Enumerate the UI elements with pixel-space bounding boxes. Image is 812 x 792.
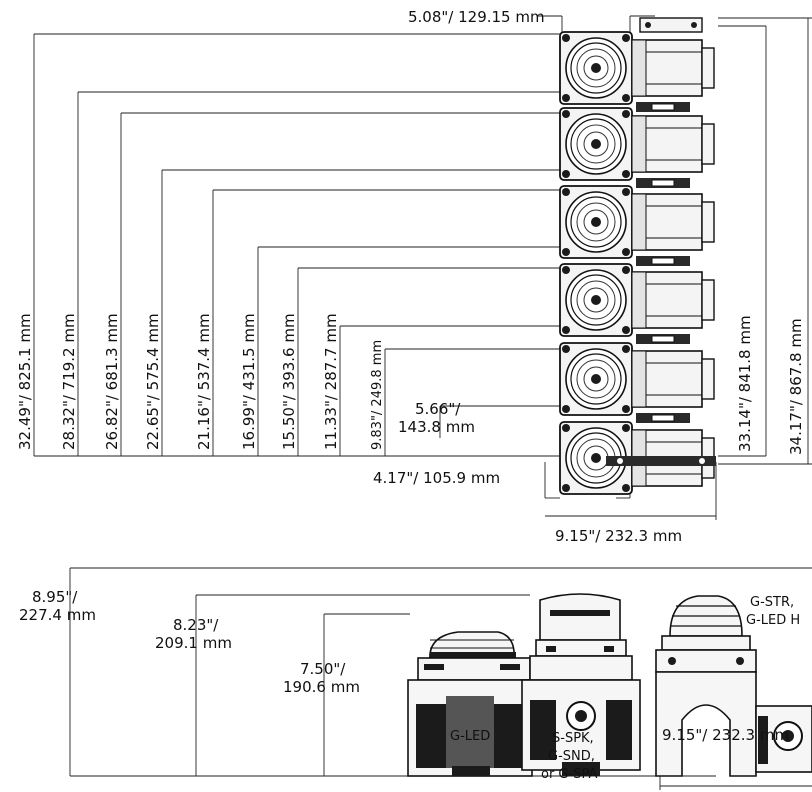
led-unit-drawing <box>407 631 533 777</box>
stack-module <box>559 342 715 423</box>
stack-height-label: 32.49"/ 825.1 mm <box>16 313 34 450</box>
stack-height-label: 28.32"/ 719.2 mm <box>60 313 78 450</box>
side-width-label: 9.15"/ 232.3 mm <box>662 726 789 744</box>
model-label-strobe: G-LED H <box>746 613 800 628</box>
stack-module <box>559 185 715 266</box>
device-stack <box>559 17 716 495</box>
height1-label: 227.4 mm <box>19 606 96 624</box>
stack-height-label: 21.16"/ 537.4 mm <box>195 313 213 450</box>
strobe-unit-drawing <box>655 595 812 777</box>
top-dimension-labels: 5.08"/ 129.15 mm 32.49"/ 825.1 mm 28.32"… <box>16 8 805 545</box>
model-label-speaker: G-SND, <box>548 749 595 764</box>
speaker-unit-drawing <box>521 593 641 776</box>
height2-label: 209.1 mm <box>155 634 232 652</box>
stack-module <box>559 31 715 112</box>
stack-height-label: 15.50"/ 393.6 mm <box>280 313 298 450</box>
height3-label: 7.50"/ <box>300 660 346 678</box>
model-label-speaker: S-SPK, <box>552 731 594 746</box>
overall-width-label: 9.15"/ 232.3 mm <box>555 527 682 545</box>
stack-height-label: 9.83"/ 249.8 mm <box>370 340 385 450</box>
base-offset-label: 143.8 mm <box>398 418 475 436</box>
side-dimension-lines <box>69 567 812 790</box>
height3-label: 190.6 mm <box>283 678 360 696</box>
stack-height-label: 22.65"/ 575.4 mm <box>144 313 162 450</box>
top-dimension-lines <box>33 15 812 520</box>
height2-label: 8.23"/ <box>173 616 219 634</box>
width-top-label: 5.08"/ 129.15 mm <box>408 8 545 26</box>
stack-height-label: 16.99"/ 431.5 mm <box>240 313 258 450</box>
base-width-label: 4.17"/ 105.9 mm <box>373 469 500 487</box>
total-height-outer-label: 34.17"/ 867.8 mm <box>787 318 805 455</box>
base-offset-label: 5.66"/ <box>415 400 461 418</box>
total-height-inner-label: 33.14"/ 841.8 mm <box>736 315 754 452</box>
side-dimension-labels: 8.95"/ 227.4 mm 8.23"/ 209.1 mm 7.50"/ 1… <box>19 588 800 782</box>
height1-label: 8.95"/ <box>32 588 78 606</box>
model-label-strobe: G-STR, <box>750 595 794 610</box>
stack-module <box>559 107 715 188</box>
stack-module <box>559 263 715 344</box>
stack-height-label: 26.82"/ 681.3 mm <box>103 313 121 450</box>
stack-height-label: 11.33"/ 287.7 mm <box>322 313 340 450</box>
model-label-speaker: or G-SPA <box>541 767 597 782</box>
model-label-led: G-LED <box>450 729 490 744</box>
